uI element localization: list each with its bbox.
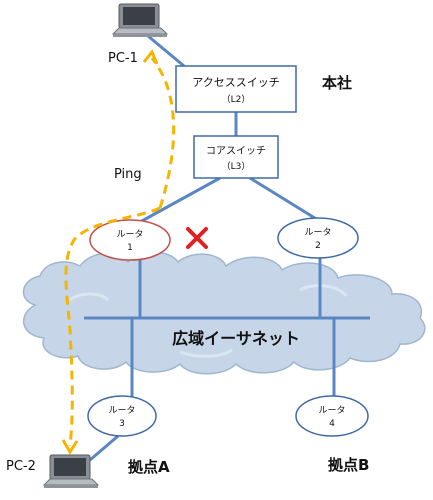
- router-3: ルータ 3: [87, 395, 157, 437]
- access-switch: アクセススイッチ （L2）: [175, 65, 297, 113]
- router-4: ルータ 4: [295, 395, 369, 437]
- site-b-label: 拠点B: [328, 456, 369, 474]
- router-3-name: ルータ: [108, 405, 135, 416]
- router-2: ルータ 2: [277, 217, 359, 259]
- link-pc1-access: [147, 34, 185, 68]
- pc-1-label: PC-1: [108, 51, 138, 66]
- access-switch-layer: （L2）: [222, 94, 251, 105]
- core-switch-label: コアスイッチ: [206, 145, 266, 157]
- arrow-up-icon: [142, 49, 159, 65]
- ping-label: Ping: [114, 167, 142, 182]
- router-2-name: ルータ: [304, 227, 331, 238]
- pc-2-label: PC-2: [6, 459, 36, 474]
- site-a-label: 拠点A: [128, 458, 170, 476]
- access-switch-label: アクセススイッチ: [192, 76, 279, 89]
- core-switch: コアスイッチ （L3）: [193, 135, 279, 179]
- router-1: ルータ 1: [89, 219, 171, 261]
- arrow-down-icon: [61, 439, 79, 455]
- router-4-number: 4: [329, 419, 335, 429]
- router-1-name: ルータ: [116, 229, 143, 240]
- laptop-icon: [42, 454, 100, 488]
- cross-mark-icon: [186, 227, 208, 249]
- link-core-router1: [139, 176, 221, 224]
- link-core-router2: [249, 176, 319, 222]
- laptop-icon: [111, 3, 169, 37]
- ping-path: [61, 49, 176, 455]
- router-1-number: 1: [127, 243, 133, 253]
- core-switch-layer: （L3）: [222, 161, 251, 172]
- router-4-name: ルータ: [318, 405, 345, 416]
- router-2-number: 2: [315, 241, 321, 251]
- wan-cloud: [22, 251, 426, 375]
- link-router3-pc2: [89, 434, 119, 462]
- network-links: [84, 34, 370, 462]
- hq-label: 本社: [322, 74, 352, 92]
- wan-label: 広域イーサネット: [172, 329, 300, 348]
- router-3-number: 3: [119, 419, 125, 429]
